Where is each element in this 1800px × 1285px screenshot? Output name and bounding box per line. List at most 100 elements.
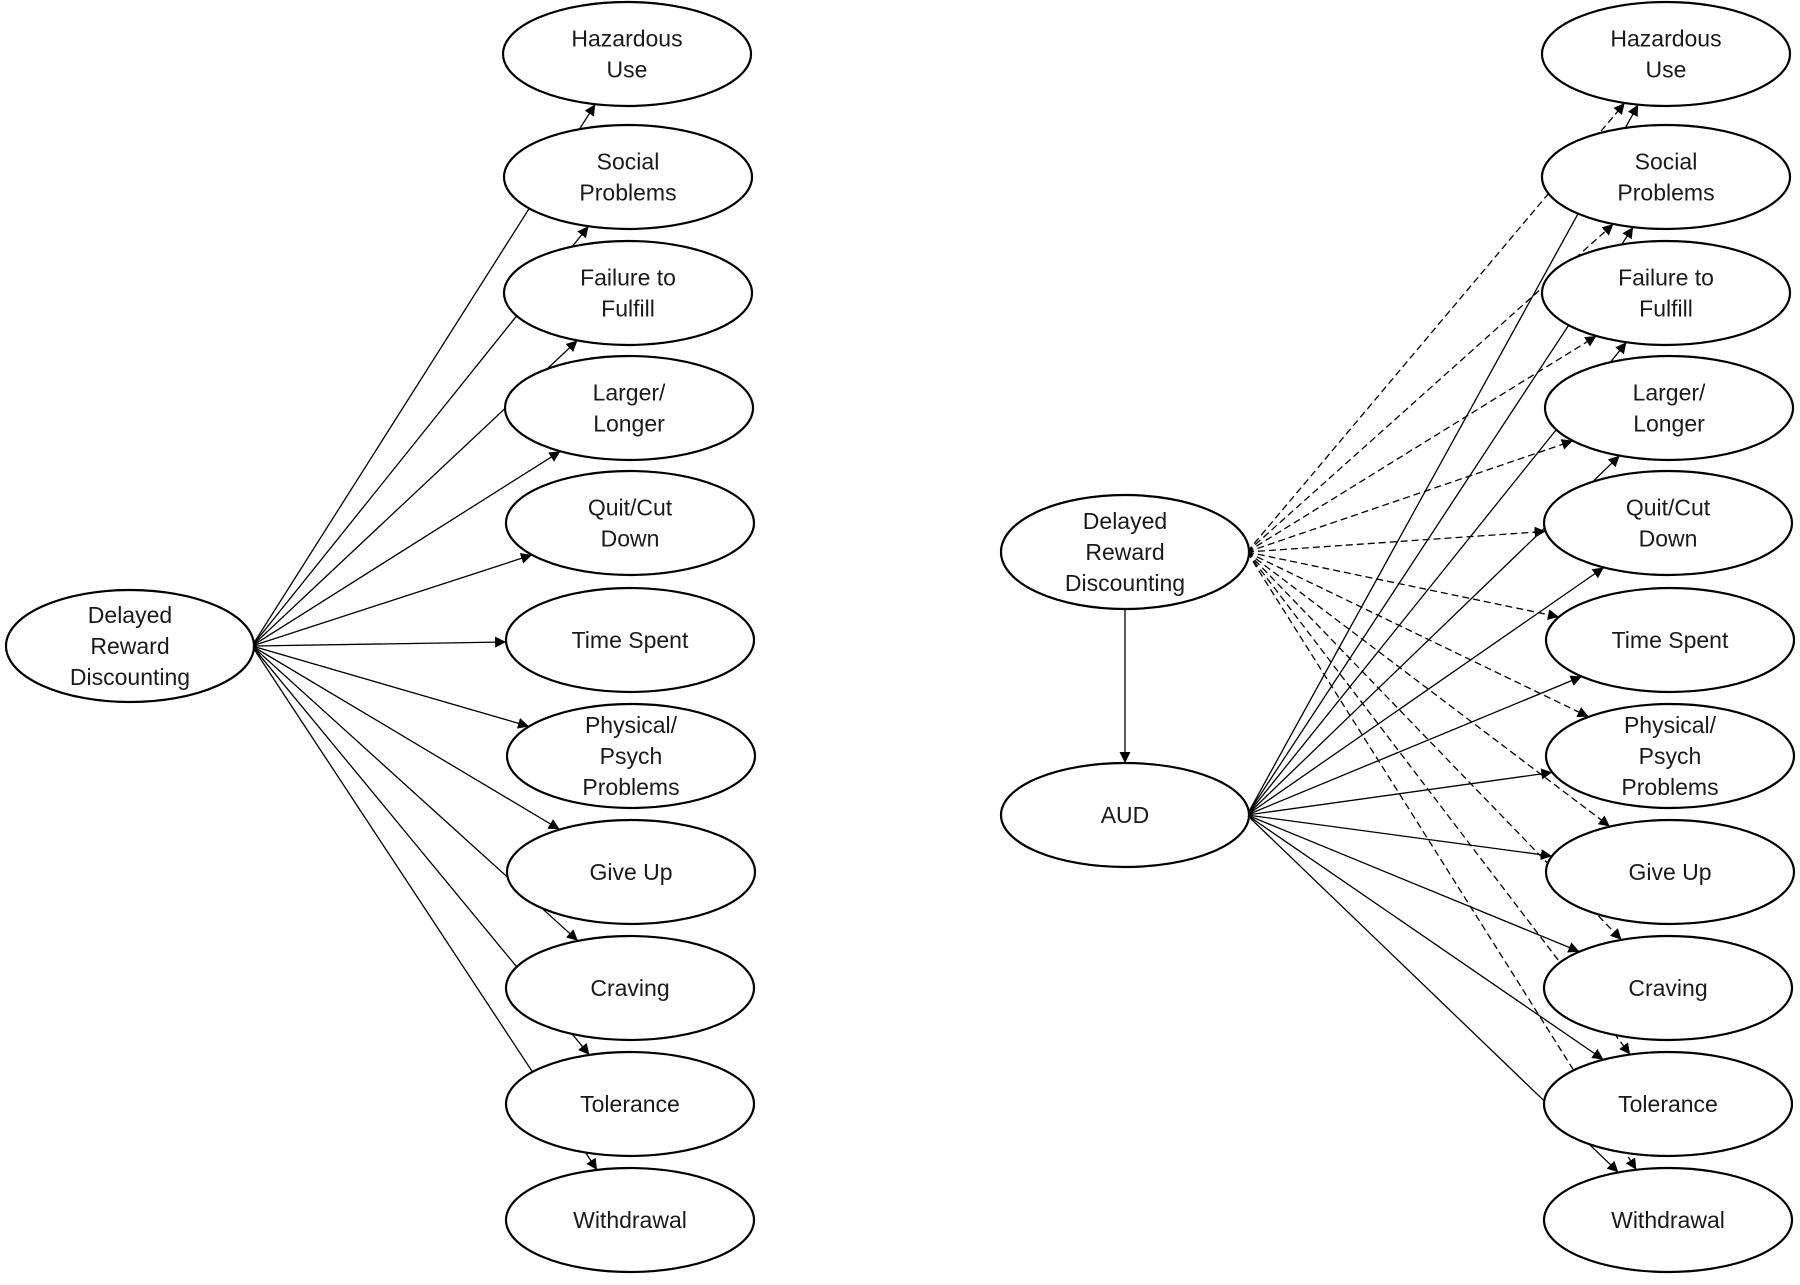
right-dashed-edge-to-quit-cut-down [1246,526,1546,553]
right-symptom-withdrawal-node: Withdrawal [1542,1166,1794,1274]
aud-edge-to-quit-cut-down [1246,566,1605,816]
left-symptom-physical-psych-problems-node-label-line: Psych [600,743,663,769]
left-symptom-larger-longer-node-ellipse [503,354,755,462]
right-symptom-larger-longer-node: Larger/Longer [1543,354,1795,462]
right-dashed-edge-to-withdrawal [1246,551,1637,1171]
right-symptom-hazardous-use-node-ellipse [1540,0,1792,108]
left-symptom-quit-cut-down-node-label-line: Down [601,526,660,552]
left-delayed-reward-discounting-node-label-line: Reward [90,633,169,659]
right-symptom-physical-psych-problems-node-label-line: Physical/ [1624,712,1717,738]
right-dashed-edge-to-larger-longer [1246,439,1574,553]
left-edge-to-quit-cut-down [251,553,533,647]
right-symptom-larger-longer-node-label-line: Larger/ [1633,380,1706,406]
aud-edge-to-give-up [1246,814,1552,861]
right-symptom-social-problems-node-ellipse [1540,123,1792,231]
right-symptom-social-problems-node-label-line: Social [1635,149,1698,175]
left-symptom-social-problems-node-label-line: Problems [579,180,676,206]
right-delayed-reward-discounting-node-label-line: Reward [1085,539,1164,565]
aud-node: AUD [999,761,1251,869]
right-symptom-larger-longer-node-ellipse [1543,354,1795,462]
right-delayed-reward-discounting-node-label-line: Delayed [1083,508,1167,534]
left-symptom-withdrawal-node-ellipse [504,1166,756,1274]
left-edge-to-give-up [251,645,561,831]
right-symptom-time-spent-node-ellipse [1544,586,1796,694]
right-symptom-tolerance-node: Tolerance [1542,1050,1794,1158]
right-symptom-social-problems-node-label-line: Problems [1617,180,1714,206]
right-symptom-quit-cut-down-node-ellipse [1542,469,1794,577]
left-symptom-failure-to-fulfill-node-ellipse [502,239,754,347]
left-symptom-social-problems-node-ellipse [502,123,754,231]
right-symptom-physical-psych-problems-node-label-line: Psych [1639,743,1702,769]
right-delayed-reward-discounting-node-label-line: Discounting [1065,570,1185,596]
nodes-layer: DelayedRewardDiscountingHazardousUseSoci… [4,0,1796,1274]
left-symptom-failure-to-fulfill-node-label-line: Fulfill [601,296,655,322]
left-delayed-reward-discounting-node-label-line: Discounting [70,664,190,690]
aud-edge-to-tolerance [1246,814,1604,1061]
aud-node-label-line: AUD [1101,802,1150,828]
right-symptom-hazardous-use-node-label-line: Use [1646,57,1687,83]
right-symptom-quit-cut-down-node-label-line: Quit/Cut [1626,495,1711,521]
left-symptom-physical-psych-problems-node-ellipse [505,702,757,810]
left-delayed-reward-discounting-node-ellipse [4,588,256,704]
right-symptom-time-spent-node: Time Spent [1544,586,1796,694]
aud-edge-to-hazardous-use [1246,104,1639,816]
right-symptom-tolerance-node-ellipse [1542,1050,1794,1158]
left-edge-to-physical-psych-problems [251,645,530,729]
right-symptom-hazardous-use-node-label-line: Hazardous [1610,26,1721,52]
aud-edge-to-time-spent [1246,675,1582,816]
right-symptom-craving-node-label-line: Craving [1628,975,1707,1001]
left-symptom-craving-node: Craving [504,934,756,1042]
right-symptom-give-up-node: Give Up [1544,818,1796,926]
right-symptom-craving-node: Craving [1542,934,1794,1042]
left-symptom-quit-cut-down-node-label-line: Quit/Cut [588,495,673,521]
right-dashed-edge-to-craving [1246,551,1622,941]
left-symptom-hazardous-use-node-ellipse [501,0,753,108]
left-symptom-tolerance-node-label-line: Tolerance [580,1091,680,1117]
aud-edge-to-craving [1246,814,1580,953]
left-symptom-time-spent-node: Time Spent [504,586,756,694]
left-symptom-time-spent-node-label-line: Time Spent [572,627,689,653]
left-symptom-craving-node-label-line: Craving [590,975,669,1001]
right-symptom-give-up-node-ellipse [1544,818,1796,926]
left-symptom-physical-psych-problems-node-label-line: Problems [582,774,679,800]
left-symptom-withdrawal-node: Withdrawal [504,1166,756,1274]
right-symptom-withdrawal-node-ellipse [1542,1166,1794,1274]
left-symptom-quit-cut-down-node-ellipse [504,469,756,577]
left-symptom-failure-to-fulfill-node-label-line: Failure to [580,265,676,291]
left-symptom-larger-longer-node-label-line: Longer [593,411,665,437]
right-symptom-tolerance-node-label-line: Tolerance [1618,1091,1718,1117]
left-symptom-craving-node-ellipse [504,934,756,1042]
aud-node-ellipse [999,761,1251,869]
right-dashed-edge-to-give-up [1246,551,1611,828]
left-symptom-hazardous-use-node-label-line: Hazardous [571,26,682,52]
right-symptom-craving-node-ellipse [1542,934,1794,1042]
left-delayed-reward-discounting-node-label-line: Delayed [88,602,172,628]
right-symptom-time-spent-node-label-line: Time Spent [1612,627,1729,653]
right-symptom-physical-psych-problems-node-label-line: Problems [1621,774,1718,800]
left-symptom-give-up-node: Give Up [505,818,757,926]
right-symptom-failure-to-fulfill-node-label-line: Fulfill [1639,296,1693,322]
left-edge-to-time-spent [251,636,507,648]
right-symptom-withdrawal-node-label-line: Withdrawal [1611,1207,1725,1233]
left-symptom-larger-longer-node: Larger/Longer [503,354,755,462]
left-symptom-tolerance-node-ellipse [504,1050,756,1158]
left-symptom-time-spent-node-ellipse [504,586,756,694]
right-dashed-edge-to-failure-to-fulfill [1246,335,1597,553]
left-symptom-withdrawal-node-label-line: Withdrawal [573,1207,687,1233]
left-edge-to-larger-longer [251,450,561,647]
aud-edge-to-physical-psych-problems [1246,768,1553,816]
left-symptom-hazardous-use-node-label-line: Use [607,57,648,83]
left-symptom-give-up-node-ellipse [505,818,757,926]
right-symptom-give-up-node-label-line: Give Up [1628,859,1711,885]
left-symptom-tolerance-node: Tolerance [504,1050,756,1158]
right-dashed-edge-to-physical-psych-problems [1246,551,1589,718]
